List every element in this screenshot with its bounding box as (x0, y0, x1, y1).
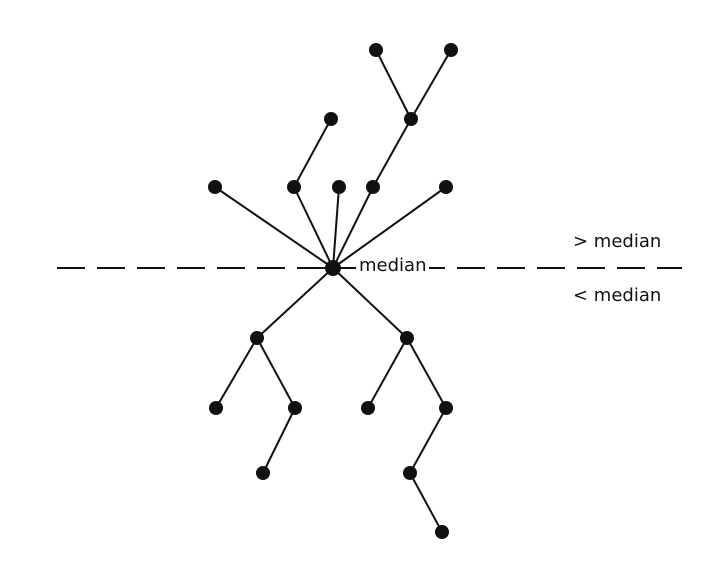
tree-node (435, 525, 449, 539)
tree-nodes (208, 43, 458, 539)
tree-edge (332, 186, 447, 269)
tree-node (404, 112, 418, 126)
tree-edge (256, 267, 334, 339)
tree-node (369, 43, 383, 57)
tree-edge (214, 186, 334, 269)
tree-edge (332, 186, 340, 269)
tree-node (444, 43, 458, 57)
tree-edge (256, 337, 296, 409)
tree-edge (409, 472, 443, 533)
tree-node (361, 401, 375, 415)
above-median-label: > median (573, 231, 662, 252)
tree-edge (372, 118, 412, 188)
tree-edge (406, 337, 447, 409)
below-median-label: < median (573, 285, 662, 306)
tree-edge (409, 407, 447, 474)
tree-node (332, 180, 346, 194)
tree-edge (332, 267, 408, 339)
tree-node (287, 180, 301, 194)
tree-node (209, 401, 223, 415)
median-label: median (356, 257, 430, 275)
tree-edge (410, 49, 452, 120)
tree-node (288, 401, 302, 415)
tree-node (250, 331, 264, 345)
tree-node (403, 466, 417, 480)
tree-edges (214, 49, 452, 533)
tree-node (439, 401, 453, 415)
tree-edge (262, 407, 296, 474)
median-node (325, 260, 341, 276)
tree-node (366, 180, 380, 194)
tree-edge (293, 186, 334, 269)
tree-edge (332, 186, 374, 269)
tree-node (324, 112, 338, 126)
tree-node (208, 180, 222, 194)
tree-edge (375, 49, 412, 120)
tree-node (439, 180, 453, 194)
tree-edge (293, 118, 332, 188)
tree-node (400, 331, 414, 345)
tree-edge (367, 337, 408, 409)
tree-edge (215, 337, 258, 409)
tree-node (256, 466, 270, 480)
